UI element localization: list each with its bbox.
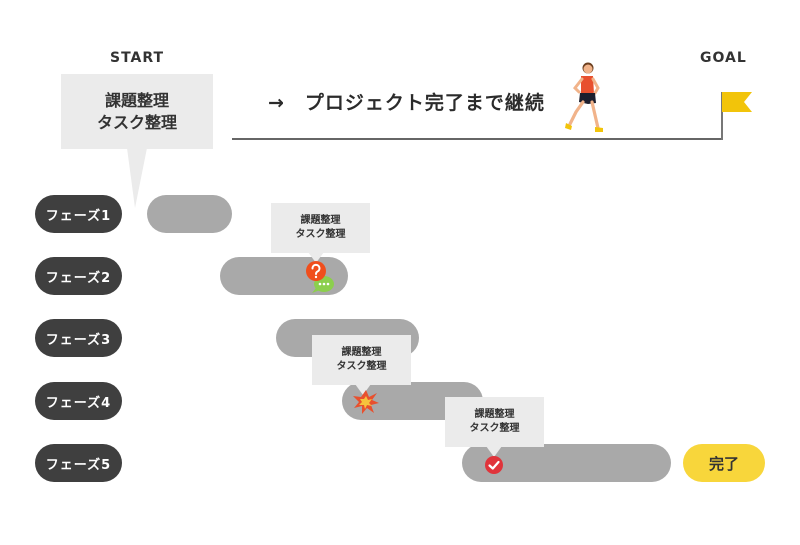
phase-5-label: フェーズ5 bbox=[35, 444, 122, 482]
flag-pole bbox=[721, 92, 723, 140]
project-headline: → プロジェクト完了まで継続 bbox=[268, 92, 545, 114]
callout-phase2-tail bbox=[308, 252, 324, 263]
callout-main: 課題整理 タスク整理 bbox=[61, 74, 213, 149]
check-icon bbox=[485, 456, 503, 474]
progress-line bbox=[232, 138, 722, 140]
flag-icon bbox=[722, 92, 752, 112]
callout-main-line1: 課題整理 bbox=[104, 90, 169, 110]
callout-phase2-line2: タスク整理 bbox=[295, 229, 346, 240]
phase-4-label: フェーズ4 bbox=[35, 382, 122, 420]
callout-phase5-line1: 課題整理 bbox=[474, 409, 515, 420]
explosion-icon bbox=[353, 390, 379, 414]
phase-1-label: フェーズ1 bbox=[35, 195, 122, 233]
callout-phase2: 課題整理 タスク整理 bbox=[271, 203, 370, 253]
phase-1-bar bbox=[147, 195, 232, 233]
callout-phase3-line2: タスク整理 bbox=[336, 361, 387, 372]
goal-label: GOAL bbox=[700, 50, 747, 66]
callout-phase5-line2: タスク整理 bbox=[469, 423, 520, 434]
phase-2-label: フェーズ2 bbox=[35, 257, 122, 295]
question-icon bbox=[306, 261, 326, 281]
callout-phase3-tail bbox=[355, 384, 371, 395]
done-badge: 完了 bbox=[683, 444, 765, 482]
callout-phase3-line1: 課題整理 bbox=[341, 347, 382, 358]
question-chat-icon bbox=[306, 261, 334, 293]
callout-main-tail bbox=[127, 148, 147, 208]
callout-phase5: 課題整理 タスク整理 bbox=[445, 397, 544, 447]
callout-phase5-tail bbox=[486, 446, 502, 457]
callout-phase3: 課題整理 タスク整理 bbox=[312, 335, 411, 385]
callout-main-line2: タスク整理 bbox=[96, 112, 177, 132]
callout-phase2-line1: 課題整理 bbox=[300, 215, 341, 226]
phase-3-label: フェーズ3 bbox=[35, 319, 122, 357]
runner-icon bbox=[565, 62, 603, 132]
start-label: START bbox=[110, 50, 165, 66]
